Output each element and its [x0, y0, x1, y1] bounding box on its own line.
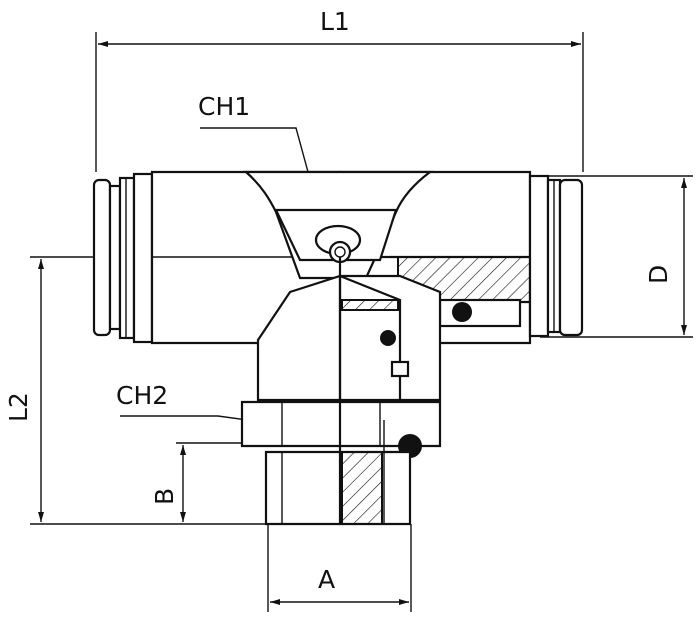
dimension-a: A — [267, 524, 412, 612]
o-ring-right — [452, 302, 472, 322]
ch2-label: CH2 — [116, 381, 168, 410]
swivel-boss — [243, 170, 434, 280]
threaded-stud — [264, 420, 412, 526]
b-label: B — [150, 488, 179, 505]
ch1-label: CH1 — [198, 92, 250, 121]
left-collet — [92, 172, 154, 344]
l2-label: L2 — [4, 392, 33, 422]
dimension-d: D — [540, 175, 693, 338]
l1-label: L1 — [320, 7, 350, 36]
d-label: D — [644, 265, 673, 284]
swivel-body — [256, 274, 472, 402]
ch1-callout: CH1 — [198, 92, 327, 239]
dimension-l1: L1 — [95, 7, 584, 172]
right-collet — [528, 174, 584, 338]
ch2-callout: CH2 — [116, 381, 263, 423]
o-ring-upper — [380, 330, 396, 346]
a-label: A — [318, 565, 335, 594]
dimension-b: B — [150, 442, 270, 522]
